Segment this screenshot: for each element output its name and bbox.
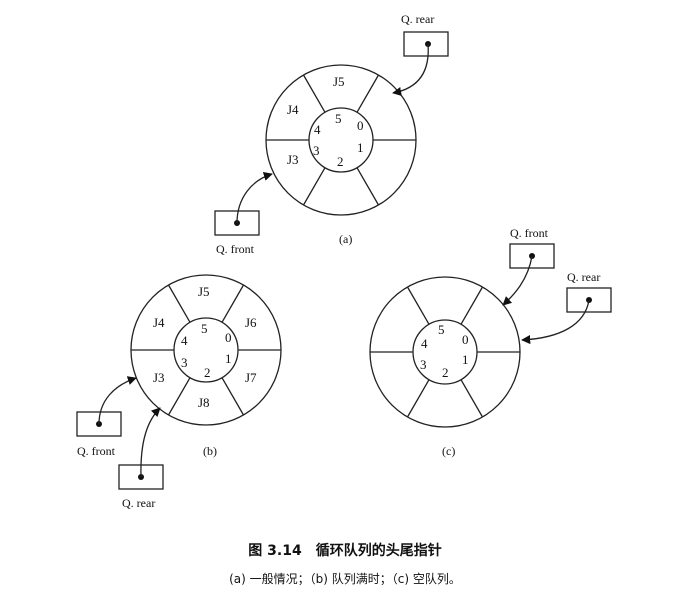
pointer-label: Q. front bbox=[77, 444, 116, 458]
pointer-label: Q. rear bbox=[401, 12, 434, 26]
segment-divider bbox=[460, 286, 484, 325]
segment-label-4: J4 bbox=[287, 102, 299, 117]
slot-index-4: 4 bbox=[421, 336, 428, 351]
pointer-arrow bbox=[521, 299, 590, 345]
front-pointer: Q. front bbox=[76, 376, 137, 458]
pointer-label: Q. front bbox=[510, 226, 549, 240]
segment-label-5: J5 bbox=[198, 284, 210, 299]
segment-labels: J5 J4 J3 bbox=[287, 74, 345, 167]
slot-index-0: 0 bbox=[225, 330, 232, 345]
diagram-label: (c) bbox=[442, 444, 455, 458]
segment-divider bbox=[356, 167, 380, 206]
slot-index-2: 2 bbox=[442, 365, 449, 380]
segment-label-4: J4 bbox=[153, 315, 165, 330]
segment-dividers bbox=[131, 284, 281, 416]
segment-label-0: J6 bbox=[245, 315, 257, 330]
slot-index-2: 2 bbox=[204, 365, 211, 380]
segment-divider bbox=[302, 167, 326, 206]
slot-index-3: 3 bbox=[420, 357, 427, 372]
slot-indices: 5 0 1 2 3 4 bbox=[181, 321, 232, 380]
slot-indices: 5 0 1 2 3 4 bbox=[420, 322, 469, 380]
diagram-label: (a) bbox=[339, 232, 352, 246]
pointer-label: Q. front bbox=[216, 242, 255, 256]
pointer-arrow bbox=[392, 43, 429, 96]
segment-label-3: J3 bbox=[287, 152, 299, 167]
segment-divider bbox=[460, 379, 484, 418]
front-pointer: Q. front bbox=[502, 226, 555, 306]
segment-divider bbox=[167, 284, 191, 323]
queue-diagram-a: J5 J4 J3 5 0 1 2 3 4 Q. rear Q. front (a… bbox=[214, 12, 449, 256]
figure-subcaption: (a) 一般情况；（b) 队列满时；（c) 空队列。 bbox=[229, 571, 461, 586]
segment-label-5: J5 bbox=[333, 74, 345, 89]
queue-diagram-c: 5 0 1 2 3 4 Q. front Q. rear (c) bbox=[369, 226, 612, 458]
segment-divider bbox=[167, 377, 191, 416]
rear-pointer: Q. rear bbox=[118, 407, 164, 510]
slot-index-5: 5 bbox=[438, 322, 445, 337]
slot-index-1: 1 bbox=[462, 352, 469, 367]
rear-pointer: Q. rear bbox=[392, 12, 449, 96]
pointer-label: Q. rear bbox=[122, 496, 155, 510]
slot-index-1: 1 bbox=[225, 351, 232, 366]
segment-divider bbox=[406, 286, 430, 325]
figure-caption: 图 3.14 循环队列的头尾指针 bbox=[248, 542, 441, 559]
segment-label-1: J7 bbox=[245, 370, 257, 385]
segment-divider bbox=[356, 74, 380, 113]
slot-indices: 5 0 1 2 3 4 bbox=[313, 111, 364, 169]
slot-index-3: 3 bbox=[181, 355, 188, 370]
pointer-dot bbox=[529, 253, 535, 259]
segment-dividers bbox=[266, 74, 416, 206]
slot-index-0: 0 bbox=[357, 118, 364, 133]
segment-divider bbox=[221, 284, 245, 323]
segment-divider bbox=[221, 377, 245, 416]
segment-label-2: J8 bbox=[198, 395, 210, 410]
slot-index-5: 5 bbox=[335, 111, 342, 126]
pointer-arrow bbox=[502, 255, 533, 306]
segment-divider bbox=[406, 379, 430, 418]
front-pointer: Q. front bbox=[214, 172, 273, 256]
pointer-arrow bbox=[98, 376, 137, 425]
segment-dividers bbox=[370, 286, 520, 418]
diagram-label: (b) bbox=[203, 444, 217, 458]
pointer-label: Q. rear bbox=[567, 270, 600, 284]
segment-label-3: J3 bbox=[153, 370, 165, 385]
slot-index-0: 0 bbox=[462, 332, 469, 347]
segment-labels: J5 J4 J6 J3 J7 J8 bbox=[153, 284, 257, 410]
segment-divider bbox=[302, 74, 326, 113]
slot-index-1: 1 bbox=[357, 140, 364, 155]
slot-index-2: 2 bbox=[337, 154, 344, 169]
slot-index-3: 3 bbox=[313, 143, 320, 158]
queue-diagram-b: J5 J4 J6 J3 J7 J8 5 0 1 2 3 4 Q. front Q… bbox=[76, 274, 282, 510]
slot-index-4: 4 bbox=[181, 333, 188, 348]
pointer-arrow bbox=[140, 407, 161, 478]
rear-pointer: Q. rear bbox=[521, 270, 612, 345]
pointer-arrow bbox=[236, 172, 273, 224]
slot-index-4: 4 bbox=[314, 122, 321, 137]
slot-index-5: 5 bbox=[201, 321, 208, 336]
